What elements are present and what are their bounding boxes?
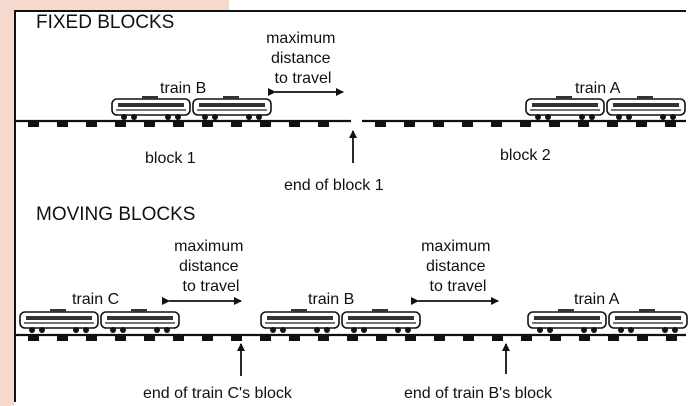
moving-train-c: [19, 308, 180, 334]
track-tie: [376, 336, 387, 341]
moving-distance-label-b: maximum distance to travel: [421, 238, 495, 295]
track-tie: [115, 336, 126, 341]
track-tie: [375, 122, 386, 127]
left-accent-strip: [0, 0, 14, 406]
fixed-train-b: [111, 95, 272, 121]
track-tie: [318, 336, 329, 341]
fixed-block-2-label: block 2: [500, 147, 551, 164]
track-tie: [231, 122, 242, 127]
track-tie: [607, 122, 618, 127]
fixed-train-a: [525, 95, 686, 121]
moving-train-c-label: train C: [72, 291, 119, 308]
moving-train-a: [527, 308, 688, 334]
track-tie: [463, 336, 474, 341]
track-tie: [462, 122, 473, 127]
track-tie: [115, 122, 126, 127]
track-tie: [173, 122, 184, 127]
fixed-end-label: end of block 1: [284, 177, 384, 194]
moving-train-b-label: train B: [308, 291, 354, 308]
track-tie: [28, 122, 39, 127]
diagram-frame: [14, 10, 686, 402]
track-tie: [260, 122, 271, 127]
fixed-track-ties: [28, 122, 676, 127]
track-tie: [521, 336, 532, 341]
fixed-train-b-label: train B: [160, 80, 206, 97]
track-tie: [144, 336, 155, 341]
track-tie: [289, 336, 300, 341]
moving-end-b-label: end of train B's block: [404, 385, 553, 402]
track-tie: [260, 336, 271, 341]
fixed-blocks-title: FIXED BLOCKS: [36, 12, 174, 33]
track-tie: [86, 336, 97, 341]
track-tie: [578, 122, 589, 127]
moving-track-ties: [28, 336, 677, 341]
track-tie: [520, 122, 531, 127]
moving-train-a-label: train A: [574, 291, 620, 308]
track-tie: [636, 122, 647, 127]
track-tie: [202, 336, 213, 341]
track-tie: [608, 336, 619, 341]
moving-train-b: [260, 308, 421, 334]
track-tie: [86, 122, 97, 127]
track-tie: [347, 336, 358, 341]
track-tie: [549, 122, 560, 127]
track-tie: [404, 122, 415, 127]
fixed-distance-label: maximum distance to travel: [266, 30, 340, 87]
track-tie: [492, 336, 503, 341]
fixed-block-1-label: block 1: [145, 150, 196, 167]
fixed-train-a-label: train A: [575, 80, 621, 97]
track-tie: [318, 122, 329, 127]
track-tie: [231, 336, 242, 341]
moving-blocks-title: MOVING BLOCKS: [36, 204, 195, 225]
track-tie: [665, 122, 676, 127]
track-tie: [666, 336, 677, 341]
moving-end-c-label: end of train C's block: [143, 385, 293, 402]
track-tie: [491, 122, 502, 127]
track-tie: [434, 336, 445, 341]
track-tie: [579, 336, 590, 341]
track-tie: [550, 336, 561, 341]
track-tie: [57, 122, 68, 127]
track-tie: [405, 336, 416, 341]
track-tie: [202, 122, 213, 127]
track-tie: [433, 122, 444, 127]
top-accent-strip: [14, 0, 229, 10]
track-tie: [28, 336, 39, 341]
track-tie: [173, 336, 184, 341]
track-tie: [57, 336, 68, 341]
track-tie: [637, 336, 648, 341]
moving-distance-label-c: maximum distance to travel: [174, 238, 248, 295]
track-tie: [144, 122, 155, 127]
track-tie: [289, 122, 300, 127]
